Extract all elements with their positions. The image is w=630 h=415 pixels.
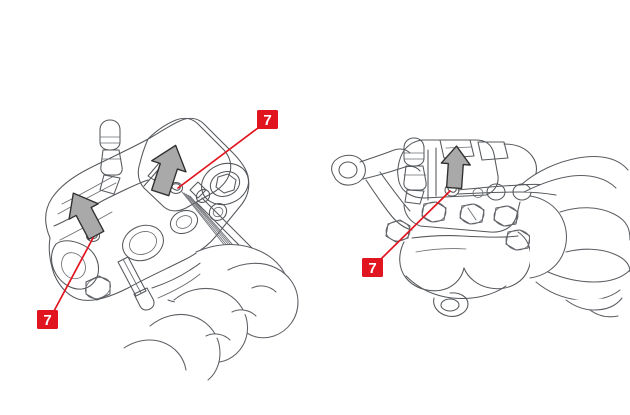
callout-badge-label: 7: [368, 260, 376, 277]
callout-badge-label: 7: [43, 312, 51, 329]
callout-leader-line: [53, 237, 94, 312]
callout-badge-label: 7: [263, 112, 271, 129]
callout-left-bottom[interactable]: 7: [37, 237, 94, 329]
callout-right[interactable]: 7: [362, 190, 451, 277]
callout-badge[interactable]: [37, 310, 58, 329]
callout-badge[interactable]: [362, 258, 383, 277]
callout-leader-line: [177, 127, 259, 189]
arrow-left-upper-icon: [150, 144, 187, 197]
callout-badge[interactable]: [257, 110, 278, 129]
callout-left-top[interactable]: 7: [177, 110, 278, 189]
arrow-right-icon: [440, 145, 471, 190]
right-hand-outline: [521, 155, 630, 318]
arrow-left-lower-icon: [68, 192, 105, 240]
left-hand-outline: [123, 243, 299, 381]
callout-leader-line: [380, 190, 451, 260]
